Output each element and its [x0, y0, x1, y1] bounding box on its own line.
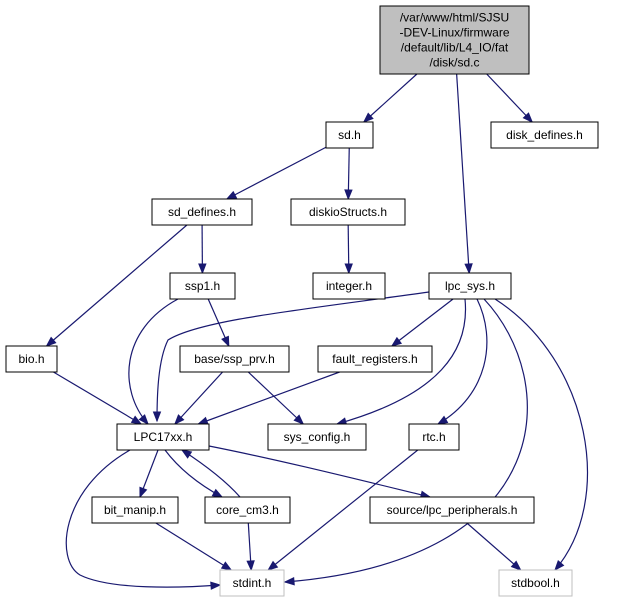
edge-lpc-sys-h-to-LPC17xx-h	[152, 291, 430, 423]
node-label: disk_defines.h	[506, 128, 583, 142]
edge-base-ssp-prv-h-to-sys-config-h	[247, 371, 305, 425]
node-label: -DEV-Linux/firmware	[399, 26, 509, 40]
node-stdint-h: stdint.h	[219, 569, 285, 597]
node-sd-defines-h[interactable]: sd_defines.h	[151, 198, 253, 226]
node-sd-h[interactable]: sd.h	[325, 121, 374, 149]
edge-bit-manip-h-to-stdint-h	[155, 522, 233, 571]
edge-lpc-sys-h-to-rtc-h	[436, 298, 488, 425]
node-box	[498, 569, 573, 597]
edge-core-cm3-h-to-stdint-h	[246, 522, 255, 572]
node-label: sd.h	[338, 128, 361, 142]
edge-diskioStructs-h-to-integer-h	[344, 224, 353, 275]
node-box	[179, 345, 290, 373]
node-box	[428, 272, 512, 300]
node-box	[490, 121, 599, 149]
node-box	[5, 345, 58, 373]
node-label: core_cm3.h	[216, 503, 279, 517]
edge-sd-h-to-sd-defines-h	[225, 146, 327, 200]
edge-sd-h-to-diskioStructs-h	[344, 147, 353, 201]
edge-bio-h-to-LPC17xx-h	[53, 371, 143, 425]
node-ssp1-h[interactable]: ssp1.h	[169, 272, 236, 300]
node-label: stdbool.h	[511, 576, 560, 590]
node-disk-defines-h[interactable]: disk_defines.h	[490, 121, 599, 149]
node-lpc-sys-h[interactable]: lpc_sys.h	[428, 272, 512, 300]
node-box	[379, 5, 530, 75]
edge-base-ssp-prv-h-to-LPC17xx-h	[173, 371, 224, 426]
node-box	[204, 496, 291, 524]
node-label: fault_registers.h	[332, 352, 417, 366]
edge-core-cm3-h-to-LPC17xx-h	[180, 449, 241, 498]
node-core-cm3-h[interactable]: core_cm3.h	[204, 496, 291, 524]
edge-ssp1-h-to-LPC17xx-h	[128, 298, 179, 426]
edge-ssp1-h-to-base-ssp-prv-h	[207, 298, 230, 348]
node-box	[116, 423, 210, 451]
edge-LPC17xx-h-to-stdint-h	[65, 449, 222, 590]
node-label: LPC17xx.h	[134, 430, 193, 444]
node-bio-h[interactable]: bio.h	[5, 345, 58, 373]
edge-LPC17xx-h-to-source-lpc-peripherals-h	[208, 445, 432, 499]
node-box	[325, 121, 374, 149]
edge-rtc-h-to-stdint-h	[267, 449, 419, 571]
node-rtc-h[interactable]: rtc.h	[408, 423, 460, 451]
node-label: /default/lib/L4_IO/fat	[401, 41, 509, 55]
node-label: integer.h	[326, 279, 372, 293]
edge-source-lpc-peripherals-h-to-stdbool-h	[466, 522, 522, 571]
node-label: source/lpc_peripherals.h	[387, 503, 518, 517]
node-box	[169, 272, 236, 300]
node-box	[369, 496, 535, 524]
node-source-lpc-peripherals-h[interactable]: source/lpc_peripherals.h	[369, 496, 535, 524]
node-label: stdint.h	[233, 576, 272, 590]
node-box	[408, 423, 460, 451]
node-box	[290, 198, 406, 226]
node-box	[312, 272, 386, 300]
nodes-layer: /var/www/html/SJSU-DEV-Linux/firmware/de…	[5, 5, 599, 597]
node-box	[91, 496, 179, 524]
node-label: base/ssp_prv.h	[194, 352, 275, 366]
node-diskioStructs-h[interactable]: diskioStructs.h	[290, 198, 406, 226]
edge-root-to-sd-h	[362, 73, 418, 123]
node-bit-manip-h[interactable]: bit_manip.h	[91, 496, 179, 524]
node-stdbool-h: stdbool.h	[498, 569, 573, 597]
node-box	[219, 569, 285, 597]
node-label: rtc.h	[422, 430, 445, 444]
edge-fault-registers-h-to-LPC17xx-h	[197, 371, 340, 425]
node-label: sd_defines.h	[168, 205, 236, 219]
node-base-ssp-prv-h[interactable]: base/ssp_prv.h	[179, 345, 290, 373]
edges-layer	[45, 73, 589, 590]
edge-LPC17xx-h-to-bit-manip-h	[139, 449, 159, 499]
node-box	[267, 423, 367, 451]
edge-root-to-disk-defines-h	[486, 73, 534, 124]
node-label: /var/www/html/SJSU	[400, 11, 509, 25]
edge-sd-defines-h-to-bio-h	[45, 224, 188, 347]
node-box	[151, 198, 253, 226]
edge-lpc-sys-h-to-stdbool-h	[494, 298, 589, 572]
node-label: lpc_sys.h	[445, 279, 495, 293]
edge-root-to-lpc-sys-h	[456, 73, 473, 275]
edge-sd-defines-h-to-ssp1-h	[198, 224, 207, 275]
edge-lpc-sys-h-to-fault-registers-h	[390, 298, 454, 347]
node-label: sys_config.h	[284, 430, 351, 444]
node-label: bit_manip.h	[104, 503, 166, 517]
node-label: bio.h	[18, 352, 44, 366]
node-label: ssp1.h	[185, 279, 220, 293]
edge-lpc-sys-h-to-stdint-h	[283, 298, 528, 586]
node-sys-config-h[interactable]: sys_config.h	[267, 423, 367, 451]
node-label: /disk/sd.c	[429, 56, 479, 70]
node-label: diskioStructs.h	[309, 205, 387, 219]
edge-LPC17xx-h-to-core-cm3-h	[164, 449, 224, 498]
node-root[interactable]: /var/www/html/SJSU-DEV-Linux/firmware/de…	[379, 5, 530, 75]
node-fault-registers-h[interactable]: fault_registers.h	[317, 345, 433, 373]
node-LPC17xx-h[interactable]: LPC17xx.h	[116, 423, 210, 451]
node-integer-h[interactable]: integer.h	[312, 272, 386, 300]
node-box	[317, 345, 433, 373]
